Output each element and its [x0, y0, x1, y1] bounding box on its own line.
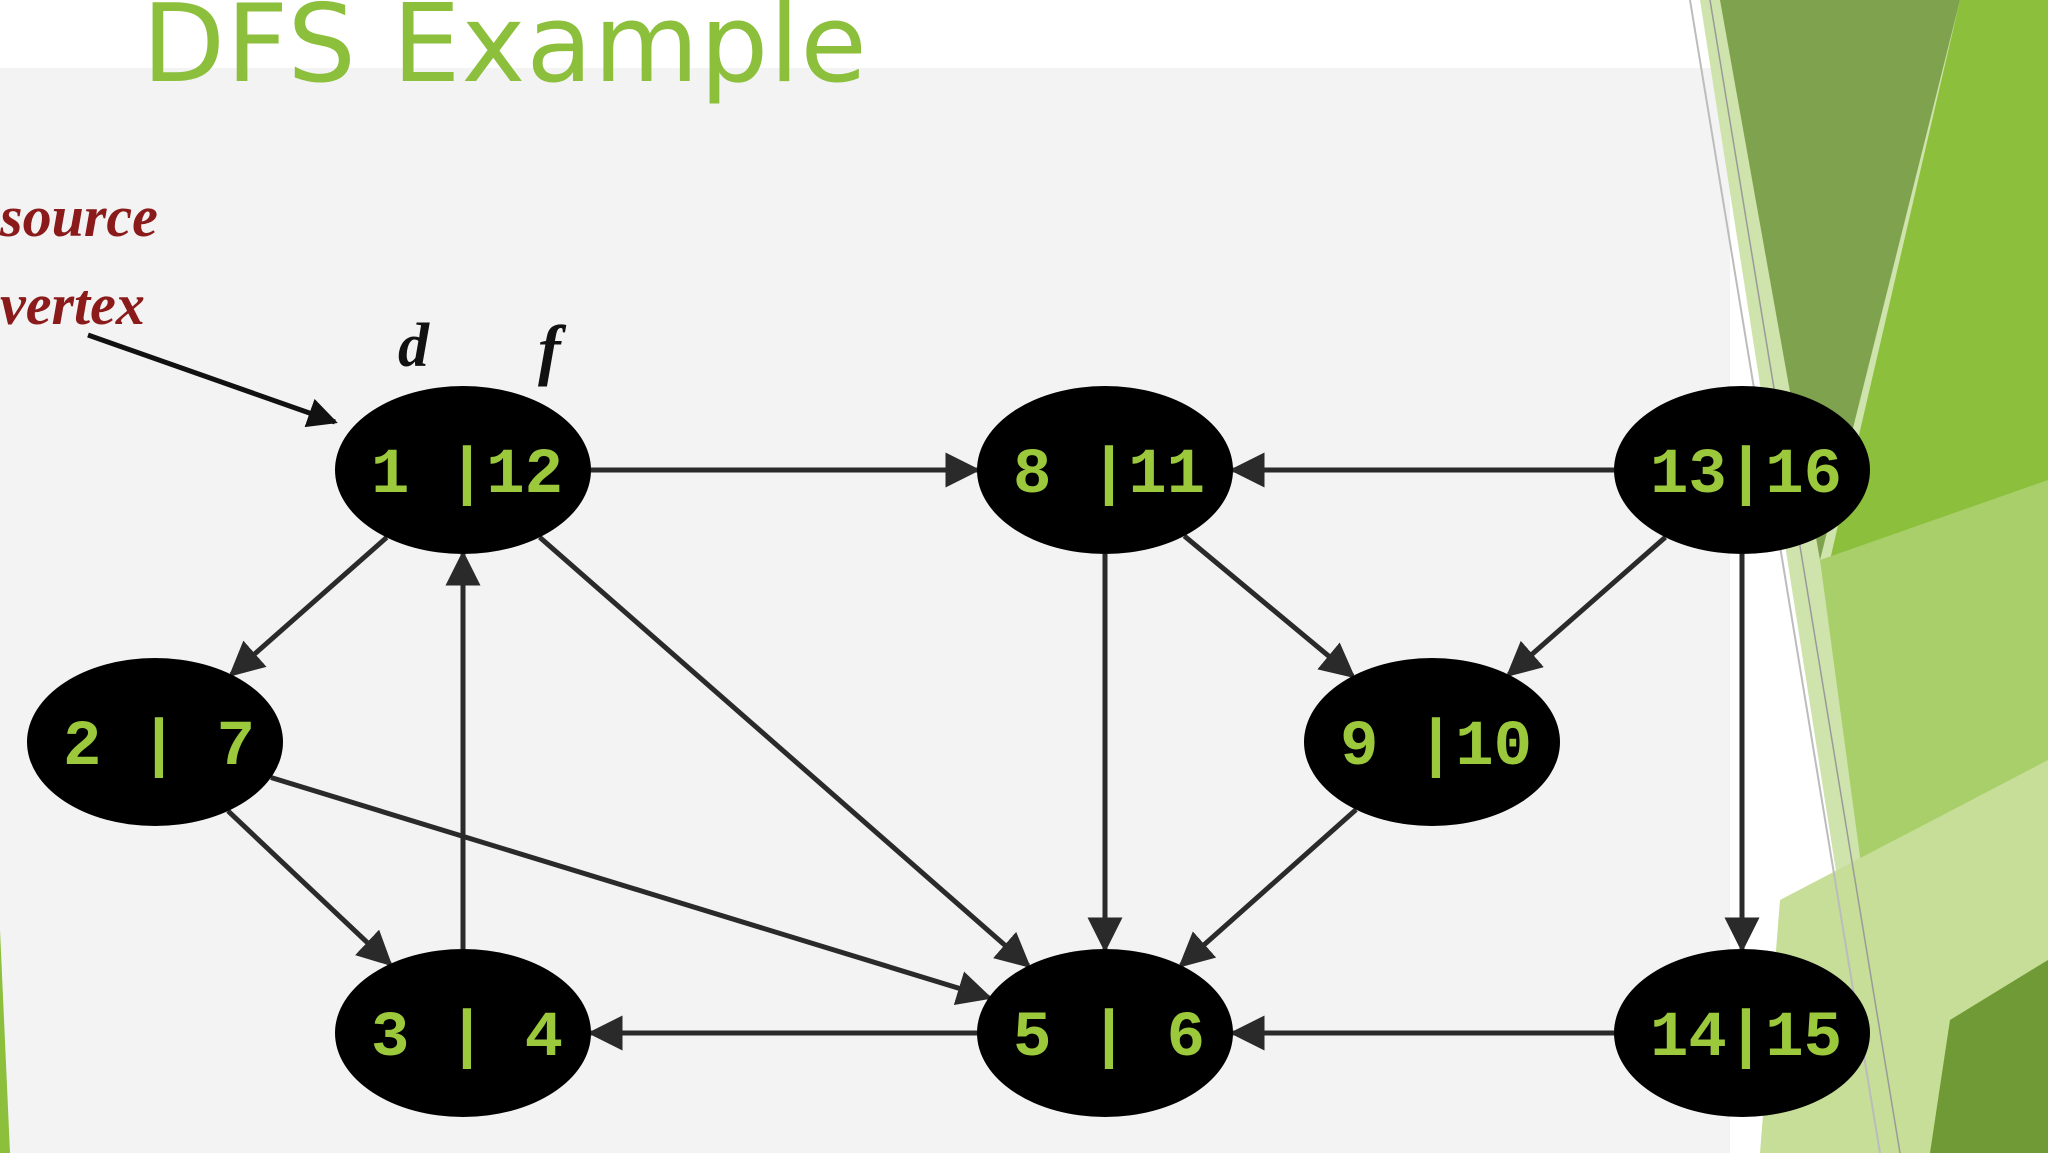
graph-node: 5 | 6	[977, 949, 1233, 1117]
node-ellipse	[1304, 658, 1560, 826]
node-ellipse	[977, 386, 1233, 554]
node-ellipse	[977, 949, 1233, 1117]
node-ellipse	[335, 386, 591, 554]
edge-n1-to-n2	[228, 535, 389, 677]
graph-node: 3 | 4	[335, 949, 591, 1117]
discovery-time-label: d	[398, 312, 430, 380]
decor-facet	[0, 930, 10, 1153]
node-ellipse	[27, 658, 283, 826]
slide-title: DFS Example	[142, 0, 868, 107]
edge-n13-to-n9	[1506, 535, 1667, 678]
source-pointer-arrow	[87, 332, 338, 428]
node-ellipse	[1614, 386, 1870, 554]
decor-facet	[1930, 960, 2048, 1153]
edge-n8-to-n9	[1182, 534, 1356, 679]
graph-node: 2 | 7	[27, 658, 283, 826]
graph-node: 1 |12	[335, 386, 591, 554]
edge-n2-to-n5	[270, 775, 993, 1005]
source-label-line1: source	[0, 184, 158, 249]
edges-layer	[226, 452, 1760, 1051]
finish-time-label: f	[538, 311, 567, 387]
edge-n2-to-n3	[226, 809, 393, 967]
node-label: 2 | 7	[63, 712, 255, 784]
node-label: 8 |11	[1013, 440, 1205, 512]
decor-line	[1689, 0, 1881, 1153]
content-panel	[0, 68, 1730, 1153]
node-label: 9 |10	[1340, 712, 1532, 784]
node-label: 13|16	[1650, 440, 1842, 512]
node-ellipse	[1614, 949, 1870, 1117]
graph-node: 8 |11	[977, 386, 1233, 554]
edge-n1-to-n5	[538, 535, 1031, 969]
node-label: 1 |12	[371, 440, 563, 512]
edge-n9-to-n5	[1178, 807, 1358, 968]
node-label: 3 | 4	[371, 1003, 563, 1075]
decor-line	[1709, 0, 1901, 1153]
graph-node: 14|15	[1614, 949, 1870, 1117]
nodes-layer: 1 |12 8 |11 13|16 2 | 7 9 |10 3 | 4 5 | 6 14|15	[27, 386, 1870, 1117]
graph-node: 13|16	[1614, 386, 1870, 554]
decor-facet	[1720, 0, 1960, 560]
source-label-line2: vertex	[0, 272, 145, 337]
graph-node: 9 |10	[1304, 658, 1560, 826]
node-label: 14|15	[1650, 1003, 1842, 1075]
node-ellipse	[335, 949, 591, 1117]
node-label: 5 | 6	[1013, 1003, 1205, 1075]
